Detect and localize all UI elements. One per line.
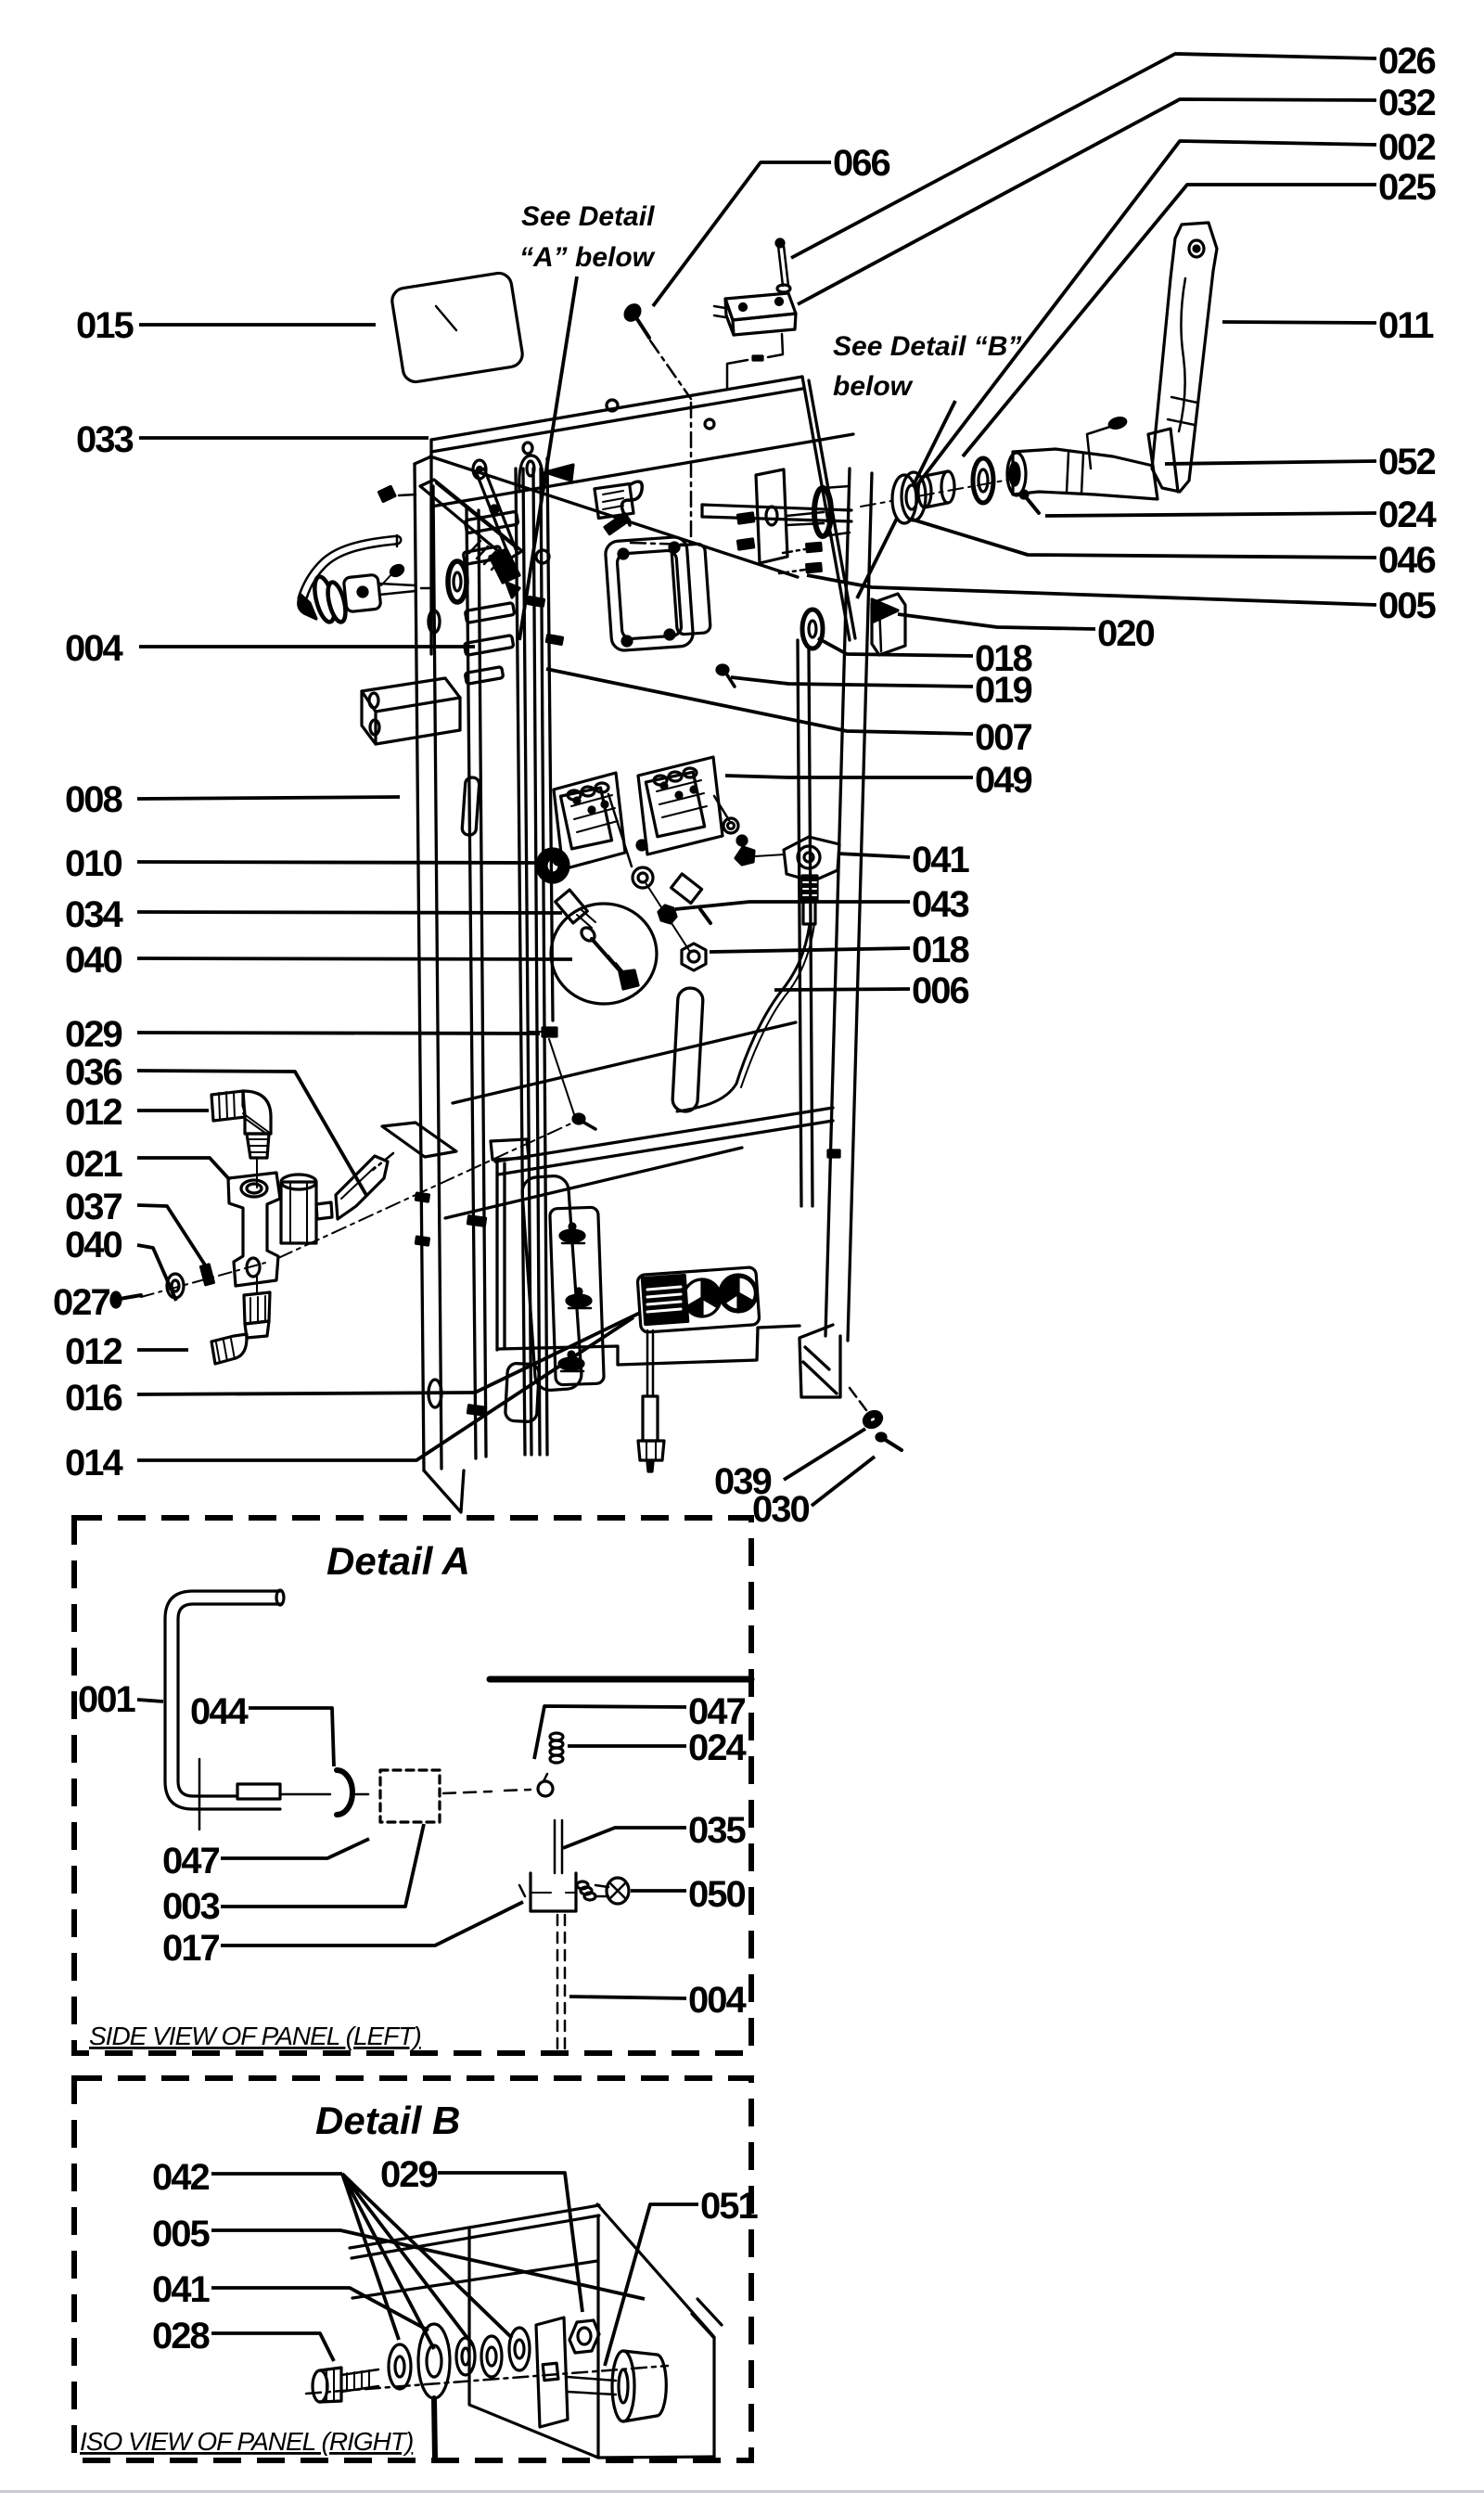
svg-text:019: 019 — [975, 670, 1031, 711]
svg-text:066: 066 — [833, 143, 889, 184]
svg-text:037: 037 — [65, 1187, 122, 1227]
svg-text:012: 012 — [65, 1092, 122, 1133]
svg-text:015: 015 — [76, 305, 134, 346]
svg-text:017: 017 — [162, 1928, 219, 1969]
svg-text:050: 050 — [688, 1874, 745, 1915]
svg-text:046: 046 — [1378, 540, 1435, 581]
svg-text:028: 028 — [152, 2316, 210, 2356]
svg-text:011: 011 — [1378, 305, 1434, 346]
svg-text:006: 006 — [912, 970, 968, 1011]
svg-text:004: 004 — [65, 628, 123, 669]
svg-text:008: 008 — [65, 779, 122, 820]
svg-text:007: 007 — [975, 717, 1031, 758]
svg-text:042: 042 — [152, 2157, 209, 2198]
svg-text:012: 012 — [65, 1331, 122, 1372]
svg-text:033: 033 — [76, 419, 133, 460]
svg-text:024: 024 — [1378, 494, 1437, 535]
svg-text:Detail A: Detail A — [326, 1539, 470, 1583]
svg-text:040: 040 — [65, 1225, 122, 1265]
svg-text:047: 047 — [162, 1841, 219, 1881]
svg-text:014: 014 — [65, 1443, 123, 1483]
svg-text:005: 005 — [1378, 585, 1436, 626]
svg-text:039: 039 — [714, 1461, 771, 1502]
svg-text:052: 052 — [1378, 442, 1435, 482]
svg-text:035: 035 — [688, 1810, 746, 1851]
svg-text:034: 034 — [65, 894, 123, 935]
svg-text:001: 001 — [78, 1679, 135, 1720]
svg-text:Detail B: Detail B — [315, 2099, 460, 2142]
svg-text:029: 029 — [380, 2154, 437, 2195]
svg-text:047: 047 — [688, 1691, 745, 1732]
svg-text:“A” below: “A” below — [519, 242, 656, 273]
svg-text:030: 030 — [752, 1489, 809, 1530]
svg-text:024: 024 — [688, 1727, 747, 1768]
svg-text:032: 032 — [1378, 83, 1435, 123]
svg-text:040: 040 — [65, 940, 122, 981]
svg-text:036: 036 — [65, 1052, 122, 1093]
svg-text:016: 016 — [65, 1378, 122, 1419]
svg-text:027: 027 — [53, 1282, 109, 1323]
svg-text:below: below — [833, 371, 914, 402]
svg-text:029: 029 — [65, 1014, 122, 1055]
svg-text:004: 004 — [688, 1980, 747, 2021]
svg-text:026: 026 — [1378, 41, 1435, 82]
svg-text:018: 018 — [912, 930, 969, 970]
svg-text:020: 020 — [1097, 613, 1154, 654]
svg-text:005: 005 — [152, 2214, 210, 2254]
svg-text:SIDE VIEW OF PANEL (LEFT): SIDE VIEW OF PANEL (LEFT) — [89, 2022, 421, 2050]
svg-text:018: 018 — [975, 638, 1032, 679]
svg-text:049: 049 — [975, 760, 1031, 801]
svg-text:025: 025 — [1378, 167, 1436, 208]
svg-text:043: 043 — [912, 884, 968, 925]
svg-text:003: 003 — [162, 1886, 219, 1927]
svg-text:See Detail: See Detail — [521, 201, 655, 232]
svg-text:ISO VIEW OF PANEL (RIGHT): ISO VIEW OF PANEL (RIGHT) — [80, 2427, 413, 2456]
svg-text:See Detail “B”: See Detail “B” — [833, 331, 1021, 362]
svg-text:002: 002 — [1378, 127, 1435, 168]
svg-text:044: 044 — [190, 1691, 249, 1732]
svg-text:041: 041 — [912, 840, 969, 880]
svg-text:021: 021 — [65, 1144, 122, 1185]
svg-text:041: 041 — [152, 2269, 210, 2310]
svg-text:010: 010 — [65, 843, 122, 884]
